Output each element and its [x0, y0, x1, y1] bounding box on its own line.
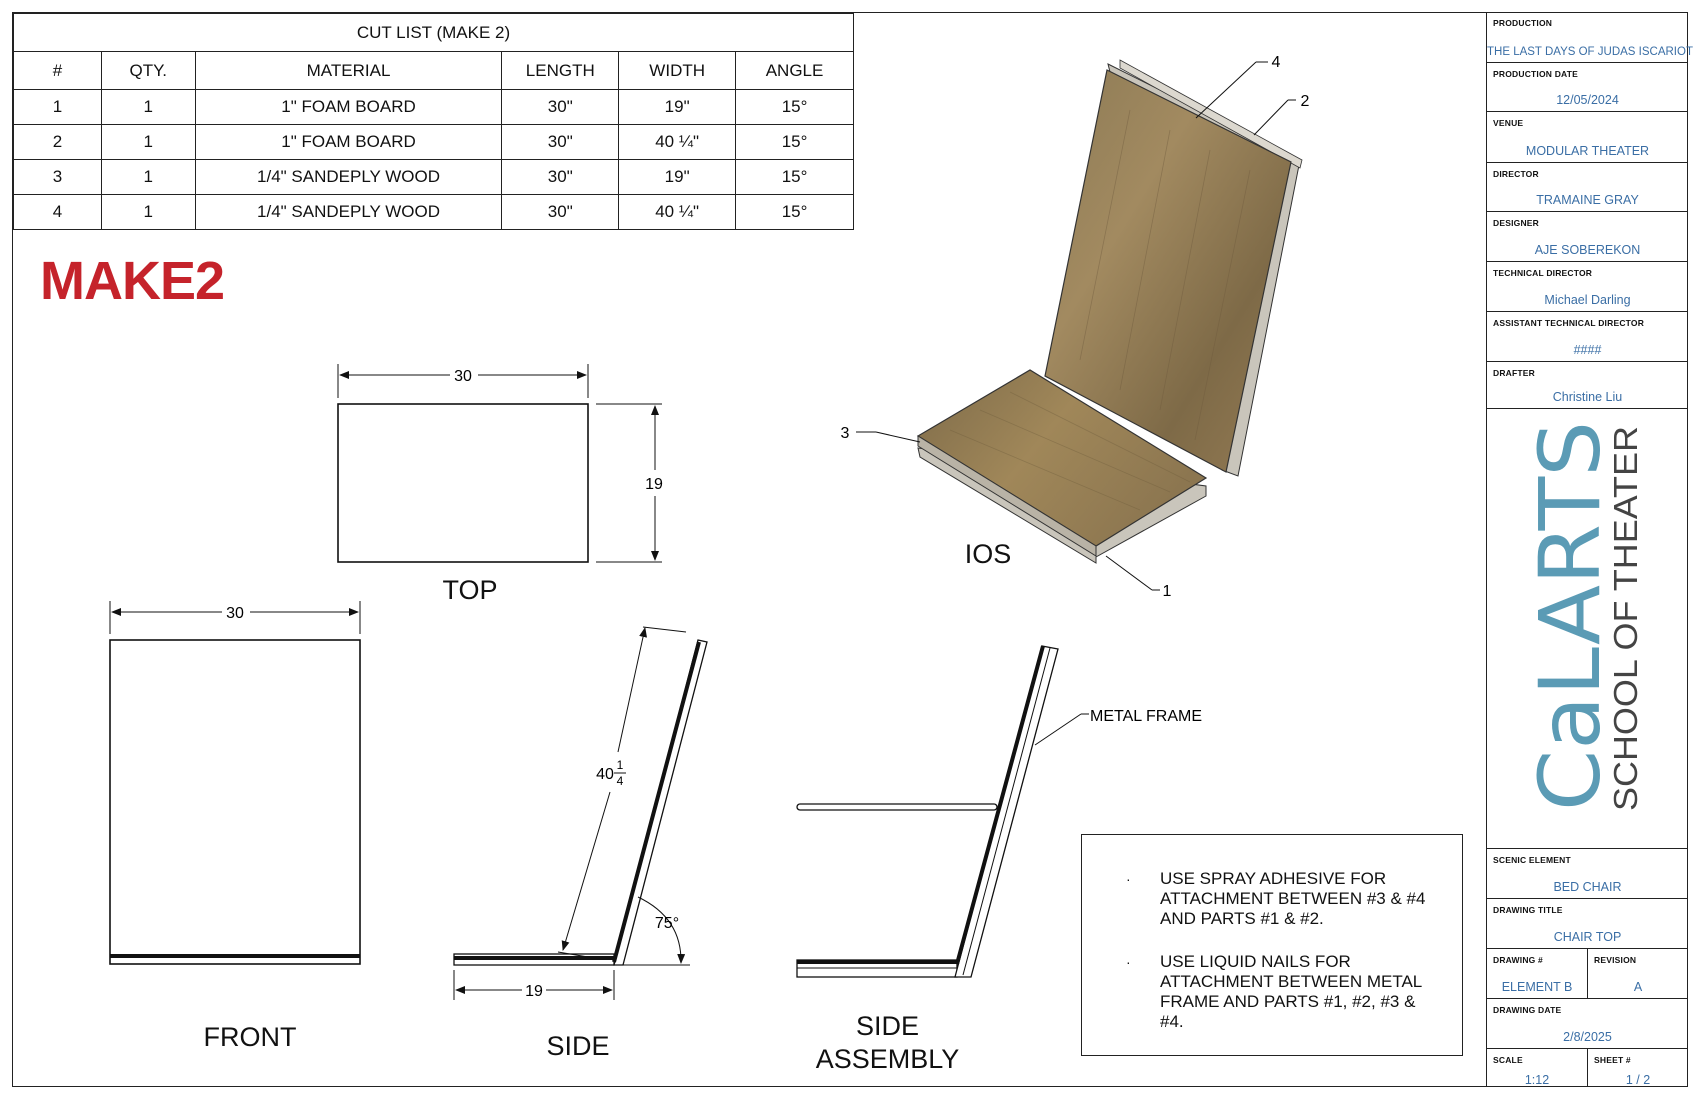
- tb-technical-director: TECHNICAL DIRECTOR Michael Darling: [1487, 262, 1688, 312]
- logo-main: CaLARTS: [1521, 421, 1619, 811]
- tb-drawing-number-value: ELEMENT B: [1501, 980, 1573, 994]
- side-assembly-label: SIDE ASSEMBLY: [790, 1010, 985, 1076]
- top-view-label: TOP: [442, 575, 498, 605]
- tb-technical-director-value: Michael Darling: [1544, 293, 1631, 307]
- tb-sheet: SHEET # 1 / 2: [1588, 1049, 1688, 1087]
- side-view: 19 40 1 4 75°: [453, 626, 708, 1000]
- top-dim-width: 30: [454, 368, 472, 385]
- title-block: PRODUCTION THE LAST DAYS OF JUDAS ISCARI…: [1486, 12, 1693, 1087]
- tb-assistant-td-value: ####: [1573, 343, 1602, 357]
- side-dim-length-whole: 40: [596, 766, 614, 783]
- drawing-sheet-border: [12, 12, 1688, 1087]
- side-assembly-label-line1: SIDE: [855, 1011, 920, 1041]
- cut-list-cell: 1: [13, 89, 102, 125]
- make-label: MAKE2: [40, 251, 225, 311]
- ios-view-label: IOS: [964, 539, 1012, 569]
- cut-list-cell: 30": [501, 194, 620, 230]
- tb-revision-value: A: [1633, 980, 1643, 994]
- tb-production-date-value: 12/05/2024: [1556, 93, 1619, 107]
- top-view: 30 19: [337, 364, 663, 563]
- cut-list-cell: 30": [501, 124, 620, 160]
- tb-assistant-td: ASSISTANT TECHNICAL DIRECTOR ####: [1487, 312, 1688, 362]
- tb-revision: REVISION A: [1588, 949, 1688, 999]
- cut-list-cell: 30": [501, 89, 620, 125]
- cut-list-cell: 40 ¼": [618, 194, 737, 230]
- cut-list-col-header: ANGLE: [735, 51, 854, 90]
- cut-list-col-header: MATERIAL: [194, 51, 503, 90]
- tb-scale-value: 1:12: [1524, 1073, 1550, 1087]
- ios-view: 4 2 3 1: [841, 54, 1310, 600]
- front-view: 30: [109, 601, 361, 965]
- side-assembly-label-line2: ASSEMBLY: [815, 1044, 960, 1074]
- tb-drawing-date: DRAWING DATE 2/8/2025: [1487, 999, 1688, 1049]
- cut-list-cell: 19": [618, 159, 737, 195]
- side-dim-length-den: 4: [617, 774, 624, 788]
- ios-callout-3: 3: [841, 425, 850, 442]
- tb-production-date: PRODUCTION DATE 12/05/2024: [1487, 63, 1688, 112]
- tb-designer: DESIGNER AJE SOBEREKON: [1487, 212, 1688, 262]
- cut-list-cell: 1: [100, 124, 196, 160]
- cut-list-cell: 4: [13, 194, 102, 230]
- cut-list-cell: 1/4" SANDEPLY WOOD: [194, 194, 503, 230]
- tb-sheet-value: 1 / 2: [1625, 1073, 1651, 1087]
- cut-list-cell: 15°: [735, 124, 854, 160]
- cut-list-cell: 15°: [735, 159, 854, 195]
- side-dim-base: 19: [525, 983, 543, 1000]
- cut-list-cell: 30": [501, 159, 620, 195]
- tb-drawing-title-value: CHAIR TOP: [1553, 930, 1622, 944]
- front-dim-width: 30: [226, 605, 244, 622]
- metal-frame-callout: METAL FRAME: [1090, 708, 1202, 725]
- tb-scale: SCALE 1:12: [1487, 1049, 1588, 1087]
- cut-list-cell: 1" FOAM BOARD: [194, 124, 503, 160]
- drawing-views: 30 19 30 19 40 1 4 75°: [109, 54, 1310, 1000]
- ios-callout-2: 2: [1301, 93, 1310, 110]
- calarts-logo: CaLARTS SCHOOL OF THEATER: [1487, 409, 1688, 849]
- cut-list-cell: 1/4" SANDEPLY WOOD: [194, 159, 503, 195]
- cut-list-cell: 1: [100, 194, 196, 230]
- tb-drawing-title: DRAWING TITLE CHAIR TOP: [1487, 899, 1688, 949]
- notes-box: · USE SPRAY ADHESIVE FOR ATTACHMENT BETW…: [1081, 834, 1463, 1056]
- cut-list-cell: 15°: [735, 194, 854, 230]
- tb-drawing-date-value: 2/8/2025: [1563, 1030, 1612, 1044]
- ios-callout-1: 1: [1163, 583, 1172, 600]
- side-angle-label: 75°: [655, 915, 679, 932]
- note-2: USE LIQUID NAILS FOR ATTACHMENT BETWEEN …: [1160, 952, 1422, 1031]
- side-view-label: SIDE: [546, 1031, 610, 1061]
- tb-director: DIRECTOR TRAMAINE GRAY: [1487, 163, 1688, 212]
- ios-callout-4: 4: [1272, 54, 1281, 71]
- tb-venue: VENUE MODULAR THEATER: [1487, 112, 1688, 163]
- tb-drafter: DRAFTER Christine Liu: [1487, 362, 1688, 409]
- side-assembly-view: METAL FRAME: [796, 645, 1202, 978]
- side-dim-length-num: 1: [617, 758, 624, 772]
- tb-scenic-element: SCENIC ELEMENT BED CHAIR: [1487, 849, 1688, 899]
- tb-venue-value: MODULAR THEATER: [1525, 144, 1650, 158]
- tb-scenic-element-value: BED CHAIR: [1553, 880, 1622, 894]
- tb-drawing-number: DRAWING # ELEMENT B: [1487, 949, 1588, 999]
- note-bullet: ·: [1126, 871, 1131, 887]
- tb-drafter-value: Christine Liu: [1552, 390, 1623, 404]
- logo-sub: SCHOOL OF THEATER: [1607, 426, 1644, 811]
- tb-production: PRODUCTION THE LAST DAYS OF JUDAS ISCARI…: [1487, 12, 1693, 63]
- cut-list-col-header: LENGTH: [501, 51, 620, 90]
- note-bullet: ·: [1126, 954, 1131, 970]
- top-dim-height: 19: [645, 476, 663, 493]
- tb-designer-value: AJE SOBEREKON: [1534, 243, 1641, 257]
- front-view-label: FRONT: [203, 1022, 297, 1052]
- tb-production-value: THE LAST DAYS OF JUDAS ISCARIOT: [1487, 46, 1693, 58]
- note-1: USE SPRAY ADHESIVE FOR ATTACHMENT BETWEE…: [1160, 869, 1426, 928]
- tb-director-value: TRAMAINE GRAY: [1536, 193, 1639, 207]
- cut-list-cell: 2: [13, 124, 102, 160]
- cut-list-col-header: #: [13, 51, 102, 90]
- calarts-logo-graphic: CaLARTS SCHOOL OF THEATER: [1521, 421, 1644, 811]
- cut-list-cell: 1: [100, 159, 196, 195]
